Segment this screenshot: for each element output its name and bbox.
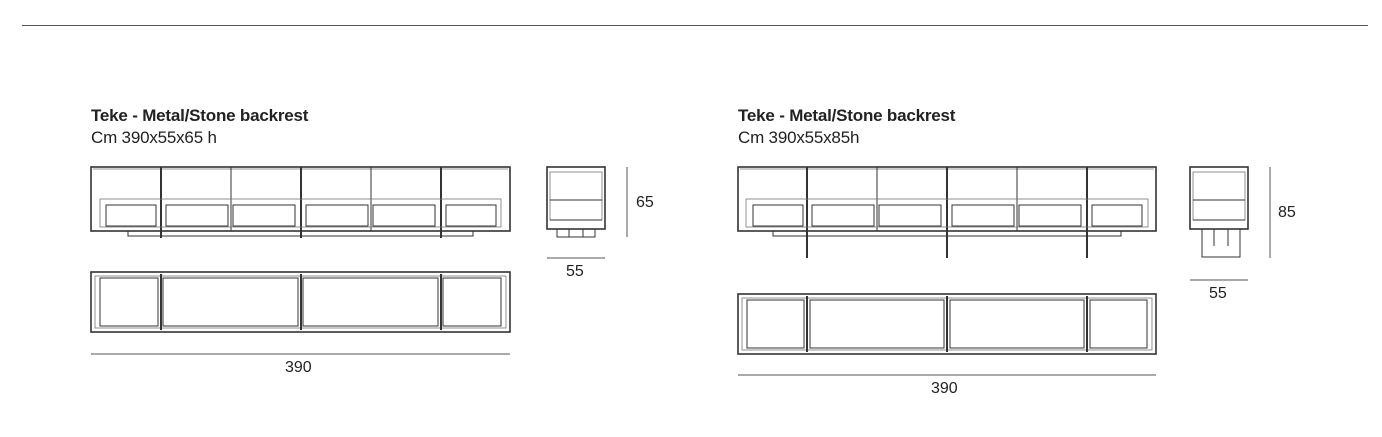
left-front-view xyxy=(90,166,511,238)
left-height-label: 65 xyxy=(636,194,654,211)
right-height-label: 85 xyxy=(1278,204,1296,221)
left-side-view xyxy=(546,166,606,238)
right-side-view xyxy=(1189,166,1249,258)
left-product-title: Teke - Metal/Stone backrest xyxy=(91,106,309,125)
right-product-dimensions: Cm 390x55x85h xyxy=(738,128,860,147)
right-width-label: 390 xyxy=(931,380,958,397)
right-product-title: Teke - Metal/Stone backrest xyxy=(738,106,956,125)
left-top-view xyxy=(90,271,511,333)
right-top-view xyxy=(737,293,1157,355)
right-depth-label: 55 xyxy=(1209,285,1227,302)
left-product-dimensions: Cm 390x55x65 h xyxy=(91,128,217,147)
right-front-view xyxy=(737,166,1157,258)
left-depth-label: 55 xyxy=(566,263,584,280)
top-divider xyxy=(22,25,1368,26)
left-width-label: 390 xyxy=(285,359,312,376)
